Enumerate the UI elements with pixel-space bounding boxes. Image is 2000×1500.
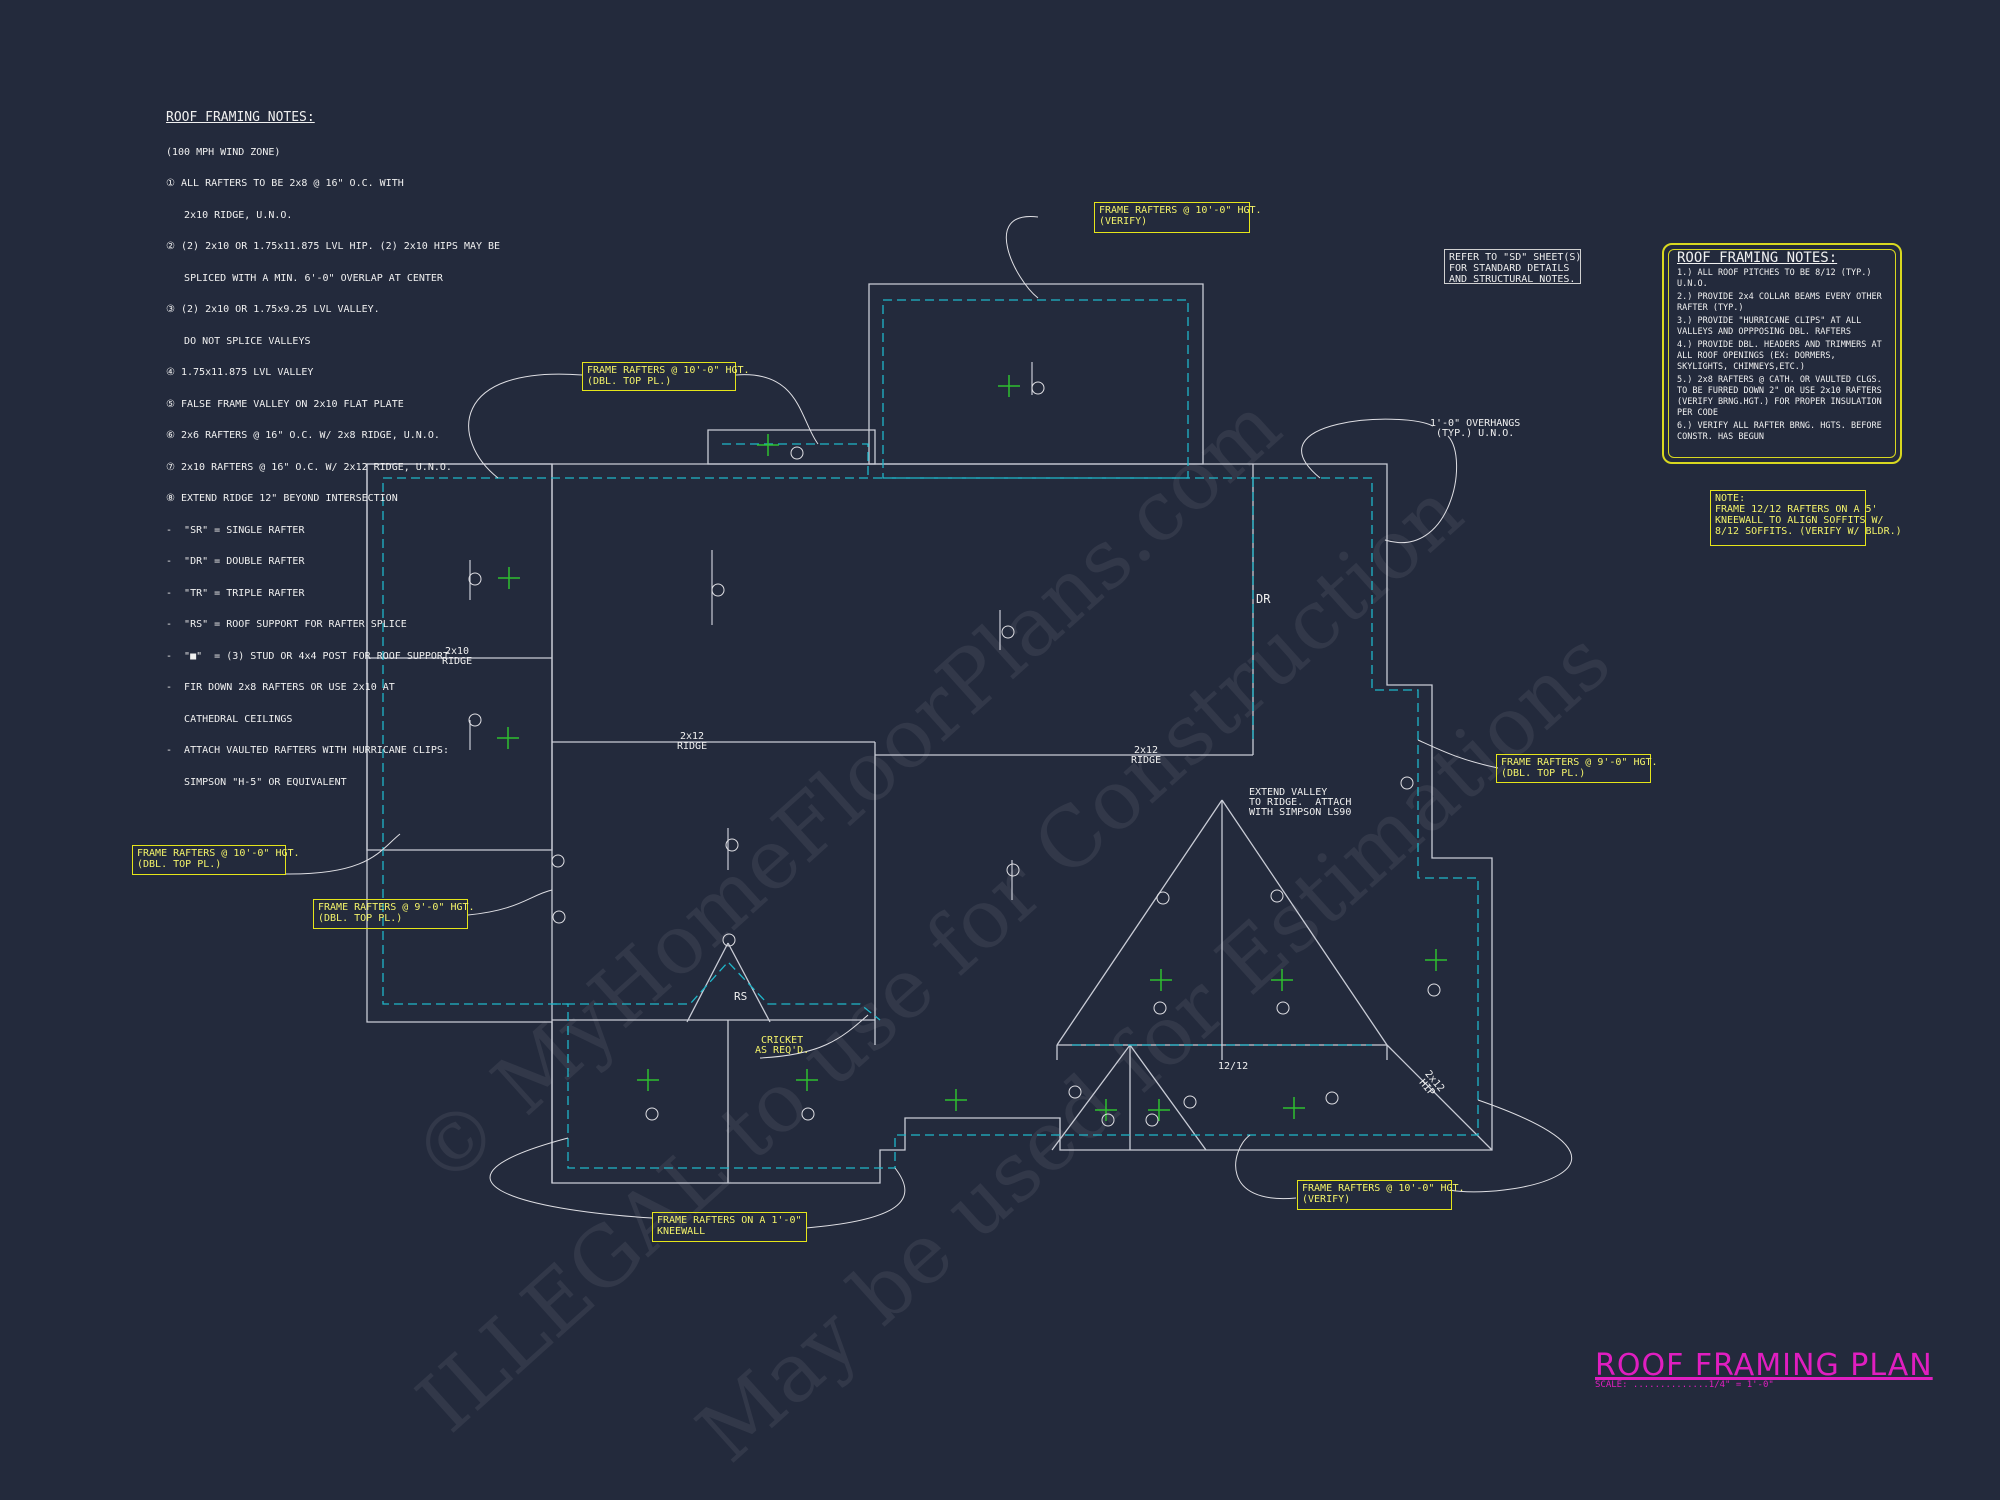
notes-left-line: - FIR DOWN 2x8 RAFTERS OR USE 2x10 AT	[166, 682, 395, 693]
notes-left-line: (100 MPH WIND ZONE)	[166, 146, 281, 158]
wall-outline-main	[366, 463, 1493, 1184]
callout-left-mid: FRAME RAFTERS @ 10'-0" HGT. (DBL. TOP PL…	[132, 845, 300, 875]
wall-outline-top-wing	[868, 283, 1204, 465]
notes-right-item: 3.) PROVIDE "HURRICANE CLIPS" AT ALL VAL…	[1677, 316, 1862, 337]
wall-outline-bump	[707, 429, 876, 465]
notes-right-item: 4.) PROVIDE DBL. HEADERS AND TRIMMERS AT…	[1677, 340, 1882, 372]
drawing-title: ROOF FRAMING PLAN	[1595, 1348, 1933, 1383]
callout-top-center: FRAME RAFTERS @ 10'-0" HGT. (VERIFY)	[1094, 202, 1262, 233]
ridge-label-left: 2x10 RIDGE	[442, 646, 473, 667]
notes-right-item: 5.) 2x8 RAFTERS @ CATH. OR VAULTED CLGS.…	[1677, 375, 1882, 418]
rs-label: RS	[734, 990, 748, 1003]
notes-left-line: ⑧ EXTEND RIDGE 12" BEYOND INTERSECTION	[166, 493, 398, 504]
kneewall-note: NOTE: FRAME 12/12 RAFTERS ON A 5' KNEEWA…	[1710, 490, 1902, 546]
notes-left-line: - "SR" = SINGLE RAFTER	[166, 524, 305, 536]
notes-left-line: ⑤ FALSE FRAME VALLEY ON 2x10 FLAT PLATE	[166, 398, 404, 410]
notes-right-title: ROOF FRAMING NOTES:	[1677, 250, 1838, 266]
notes-right-item: 6.) VERIFY ALL RAFTER BRNG. HGTS. BEFORE…	[1677, 421, 1882, 442]
notes-left-line: CATHEDRAL CEILINGS	[166, 713, 293, 725]
notes-left-line: - "DR" = DOUBLE RAFTER	[166, 556, 305, 567]
notes-left-line: - ATTACH VAULTED RAFTERS WITH HURRICANE …	[166, 745, 449, 756]
refer-sd-note: REFER TO "SD" SHEET(S) FOR STANDARD DETA…	[1444, 249, 1581, 285]
callout-right-mid: FRAME RAFTERS @ 9'-0" HGT. (DBL. TOP PL.…	[1496, 754, 1658, 783]
notes-right-item: 1.) ALL ROOF PITCHES TO BE 8/12 (TYP.) U…	[1677, 268, 1872, 289]
notes-left-line: SIMPSON "H-5" OR EQUIVALENT	[166, 776, 347, 788]
notes-left-line: SPLICED WITH A MIN. 6'-0" OVERLAP AT CEN…	[166, 272, 443, 284]
notes-left-line: - "TR" = TRIPLE RAFTER	[166, 587, 305, 599]
rafter-arrows	[469, 362, 1033, 900]
overhangs-label: 1'-0" OVERHANGS (TYP.) U.N.O.	[1430, 418, 1521, 439]
notes-left-line: ③ (2) 2x10 OR 1.75x9.25 LVL VALLEY.	[166, 304, 380, 315]
notes-left-line: ⑥ 2x6 RAFTERS @ 16" O.C. W/ 2x8 RIDGE, U…	[166, 430, 440, 441]
note-markers	[468, 381, 1441, 1127]
notes-right-item: 2.) PROVIDE 2x4 COLLAR BEAMS EVERY OTHER…	[1677, 292, 1882, 313]
extend-valley-label: EXTEND VALLEY TO RIDGE. ATTACH WITH SIMP…	[1249, 787, 1352, 818]
pitch-markers	[497, 375, 1447, 1121]
drawing-scale: SCALE: ..............1/4" = 1'-0"	[1595, 1380, 1774, 1390]
callout-left-low: FRAME RAFTERS @ 9'-0" HGT. (DBL. TOP PL.…	[313, 899, 475, 929]
roof-framing-notes-left: ROOF FRAMING NOTES: (100 MPH WIND ZONE) …	[166, 92, 500, 799]
leader-lines	[284, 216, 1572, 1229]
notes-left-line: ② (2) 2x10 OR 1.75x11.875 LVL HIP. (2) 2…	[166, 241, 501, 252]
notes-left-line: 2x10 RIDGE, U.N.O.	[166, 209, 293, 221]
pitch-label-12-12: 12/12	[1218, 1061, 1249, 1072]
notes-left-line: ⑦ 2x10 RAFTERS @ 16" O.C. W/ 2x12 RIDGE,…	[166, 461, 452, 473]
notes-left-line: - "■" = (3) STUD OR 4x4 POST FOR ROOF SU…	[166, 650, 449, 662]
callout-bottom-right: FRAME RAFTERS @ 10'-0" HGT. (VERIFY)	[1297, 1180, 1465, 1210]
notes-left-line: ① ALL RAFTERS TO BE 2x8 @ 16" O.C. WITH	[166, 178, 404, 189]
wall-outlines	[366, 283, 1493, 1184]
callout-bottom-center: FRAME RAFTERS ON A 1'-0" KNEEWALL	[652, 1212, 807, 1242]
notes-left-line: DO NOT SPLICE VALLEYS	[166, 335, 311, 347]
notes-left-line: - "RS" = ROOF SUPPORT FOR RAFTER SPLICE	[166, 619, 407, 630]
notes-left-line: ④ 1.75x11.875 LVL VALLEY	[166, 367, 314, 378]
callout-top-left: FRAME RAFTERS @ 10'-0" HGT. (DBL. TOP PL…	[582, 362, 750, 391]
ridge-label-center-left: 2x12 RIDGE	[677, 731, 708, 752]
overhang-lines	[382, 299, 1479, 1169]
dr-label: DR	[1256, 592, 1271, 606]
ridge-label-center-right: 2x12 RIDGE	[1131, 745, 1162, 766]
notes-left-title: ROOF FRAMING NOTES:	[166, 110, 315, 125]
cricket-label: CRICKET AS REQ'D.	[755, 1035, 810, 1056]
roof-framing-notes-right: ROOF FRAMING NOTES: 1.) ALL ROOF PITCHES…	[1662, 243, 1902, 464]
